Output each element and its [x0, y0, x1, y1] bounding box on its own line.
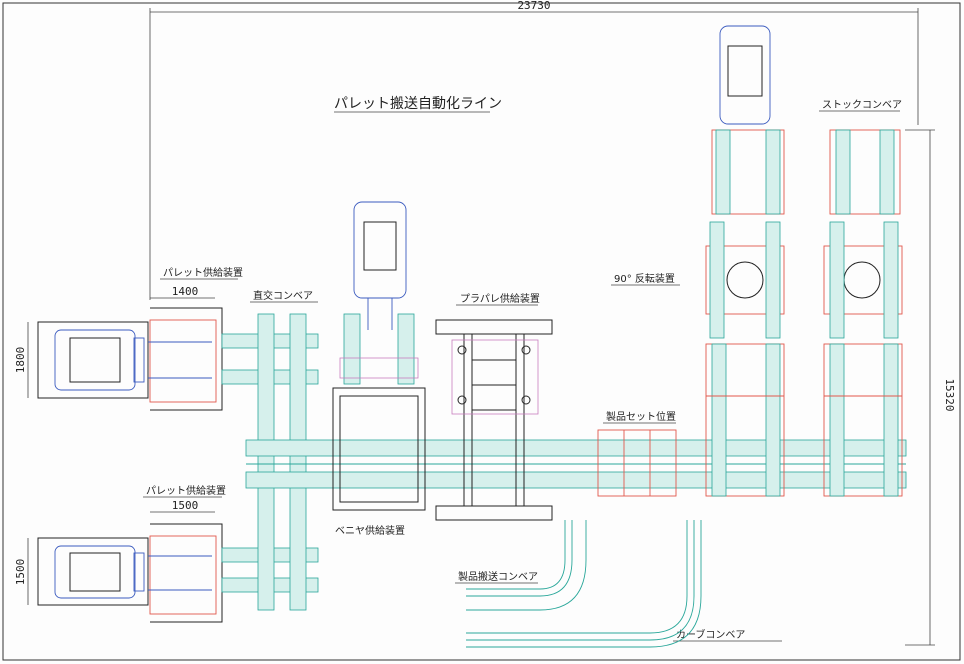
curve-conveyor-label: カーブコンベア [676, 628, 745, 641]
forklift-plywood [353, 201, 407, 330]
main-line-conveyor [245, 439, 907, 489]
plywood-feeder-label: ベニヤ供給装置 [335, 524, 405, 537]
pallet-feeder-top-height: 1800 [14, 347, 27, 374]
drawing-title: パレット搬送自動化ライン [334, 96, 502, 112]
product-set-position: 製品セット位置 [597, 410, 677, 497]
turn-90-stack-lower [705, 343, 785, 497]
overall-width-dimension: 23730 [149, 0, 919, 300]
overall-width-text: 23730 [517, 0, 550, 12]
product-conveyor: 製品搬送コンベア [455, 520, 587, 611]
overall-height-text: 15320 [943, 378, 956, 411]
pallet-feeder-bottom: パレット供給装置 1500 1500 [14, 484, 226, 623]
pallet-feeder-bottom-width: 1500 [172, 499, 199, 512]
pallet-feeder-top-width: 1400 [172, 285, 199, 298]
product-set-position-label: 製品セット位置 [606, 410, 676, 423]
forklift-right [719, 25, 771, 125]
turn-90-device: 90° 反転装置 [611, 221, 785, 339]
stock-conveyor-label: ストックコンベア [822, 99, 902, 111]
cross-conveyor: 直交コンベア [250, 289, 318, 611]
pallet-feeder-top: パレット供給装置 1400 1800 [14, 266, 243, 411]
stock-conveyor: ストックコンベア [819, 99, 903, 497]
turn-90-label: 90° 反転装置 [614, 272, 675, 285]
plywood-feeder: ベニヤ供給装置 [332, 313, 426, 537]
curve-conveyor: カーブコンベア [466, 520, 782, 648]
pallet-feeder-bottom-height: 1500 [14, 559, 27, 586]
turn-90-stack-top [711, 129, 785, 215]
pallet-feeder-top-label: パレット供給装置 [163, 266, 243, 279]
forklift-bottom [37, 537, 212, 606]
cross-conveyor-label: 直交コンベア [253, 289, 313, 302]
plapale-feeder-label: プラパレ供給装置 [460, 292, 540, 305]
plapale-feeder: プラパレ供給装置 [435, 292, 553, 521]
product-conveyor-label: 製品搬送コンベア [458, 570, 538, 583]
forklift-top [37, 321, 212, 399]
overall-height-dimension: 15320 [905, 129, 956, 646]
pallet-feeder-bottom-label: パレット供給装置 [146, 484, 226, 497]
